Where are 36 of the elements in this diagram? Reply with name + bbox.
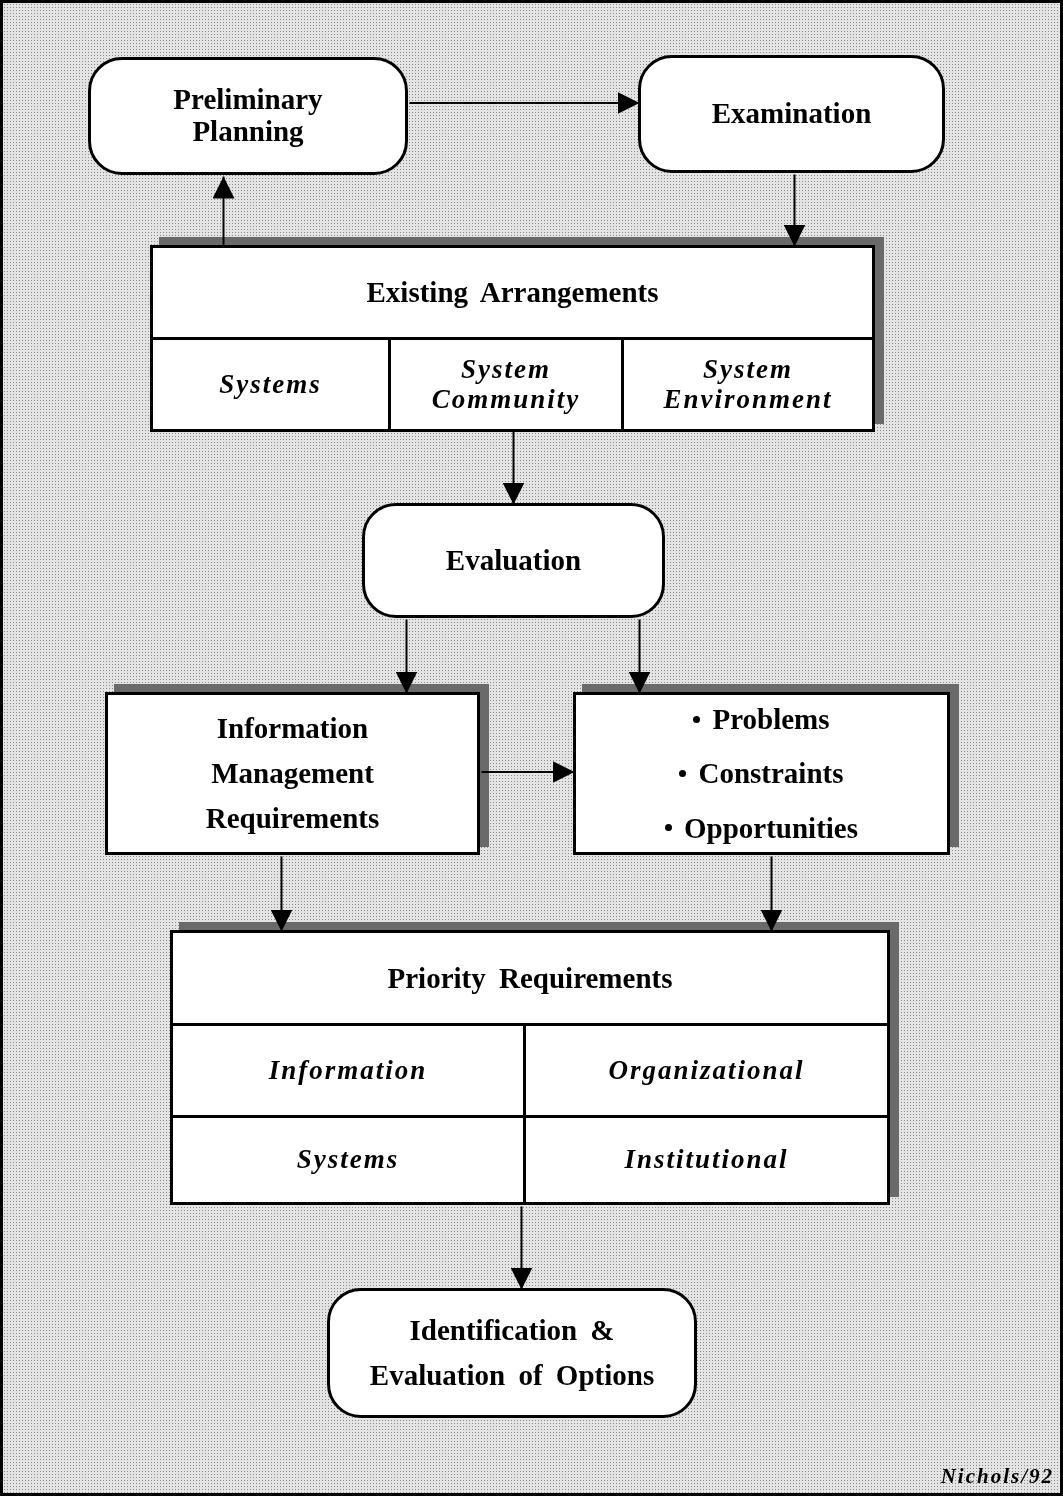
list-item-text: Constraints <box>698 756 844 792</box>
arrow <box>270 855 293 933</box>
cell-text: Systems <box>218 369 323 400</box>
table-heading: Existing Arrangements <box>366 276 659 309</box>
table-cell <box>388 337 621 429</box>
process-box <box>362 503 665 618</box>
process-box <box>327 1288 697 1418</box>
arrow <box>480 761 576 783</box>
arrow <box>510 1205 533 1291</box>
table-heading: Priority Requirements <box>387 961 673 995</box>
list-item-text: Opportunities <box>684 810 858 846</box>
process-box <box>88 57 408 175</box>
node-label: Preliminary Planning <box>172 84 324 148</box>
author-credit: Nichols/92 <box>940 1464 1054 1489</box>
arrow <box>628 618 651 695</box>
arrow <box>395 618 418 695</box>
node-label: Information Management Requirements <box>204 711 381 836</box>
cell-text: System Environment <box>662 354 834 415</box>
table-cell <box>523 1115 887 1202</box>
cell-text: Systems <box>295 1145 401 1175</box>
arrow <box>502 429 525 506</box>
node-label: Examination <box>710 98 873 130</box>
node-label: Identification & Evaluation of Options <box>368 1313 656 1393</box>
arrow <box>212 175 235 248</box>
cell-text: System Community <box>430 354 582 415</box>
arrow <box>408 92 641 114</box>
process-box <box>638 55 945 173</box>
table-cell <box>621 337 872 429</box>
arrow <box>783 173 806 248</box>
arrow <box>760 855 783 933</box>
node-label: Evaluation <box>444 544 583 577</box>
table-cell <box>523 1023 887 1115</box>
list-item-text: Problems <box>712 701 830 737</box>
cell-text: Information <box>267 1055 429 1086</box>
cell-text: Organizational <box>607 1055 806 1086</box>
cell-text: Institutional <box>623 1145 790 1175</box>
